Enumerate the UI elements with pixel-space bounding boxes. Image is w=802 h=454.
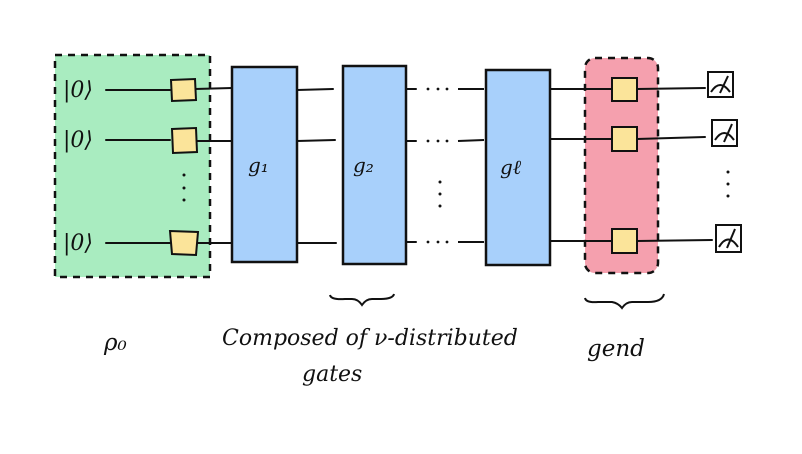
middle-caption-line2: gates xyxy=(302,362,362,387)
gate-g2-label: g₂ xyxy=(353,153,374,177)
gate-gl xyxy=(484,68,552,267)
prep-gate-3 xyxy=(168,229,200,257)
input-ket-3: |0⟩ xyxy=(63,231,93,256)
measurement-icon xyxy=(715,224,742,253)
end-region xyxy=(583,56,660,275)
prep-gates xyxy=(168,77,200,257)
middle-brace xyxy=(329,293,395,307)
end-caption: gend xyxy=(587,336,645,362)
end-gate-1 xyxy=(611,77,638,102)
gate-g1 xyxy=(230,65,299,264)
measurement-icon xyxy=(711,119,738,147)
prep-caption: ρ₀ xyxy=(103,330,127,356)
wires xyxy=(105,87,713,244)
wire-row1-c xyxy=(296,88,334,91)
prep-gate-1 xyxy=(169,77,198,103)
end-gate-3 xyxy=(611,228,638,254)
prep-gate-2 xyxy=(170,126,199,155)
ellipsis-vertical xyxy=(182,170,730,208)
wire-row1-b xyxy=(194,87,233,90)
wire-row2-c xyxy=(296,139,336,142)
measurement-icon xyxy=(707,71,734,98)
middle-caption-line1: Composed of ν-distributed xyxy=(222,326,518,351)
wire-row1-f xyxy=(636,87,706,90)
end-gate-2 xyxy=(611,126,638,152)
ellipsis-horizontal xyxy=(426,87,485,244)
main-gates xyxy=(230,64,552,267)
end-brace xyxy=(584,293,665,310)
wire-row3-f xyxy=(636,239,713,242)
input-ket-1: |0⟩ xyxy=(63,78,93,103)
gate-g1-label: g₁ xyxy=(248,153,269,177)
gate-g2 xyxy=(341,64,408,266)
wire-row2-f xyxy=(636,136,706,140)
input-ket-2: |0⟩ xyxy=(63,128,93,153)
end-gates xyxy=(611,77,638,254)
gate-gl-label: gℓ xyxy=(500,155,522,179)
